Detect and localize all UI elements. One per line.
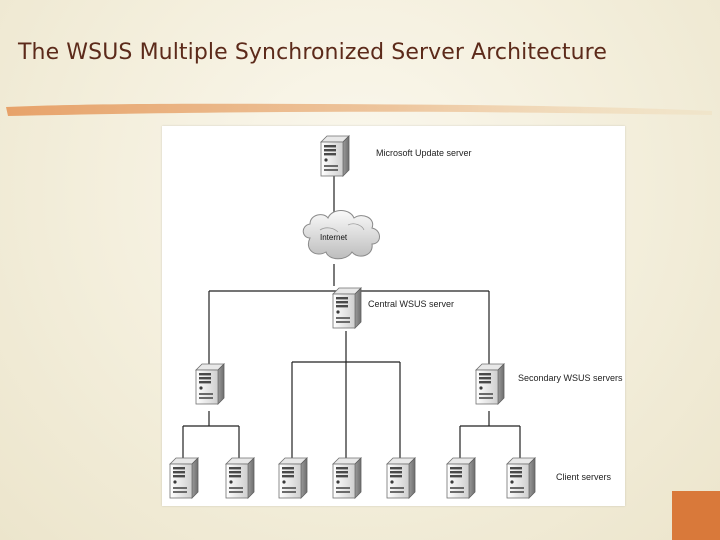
- secondary-wsus-server-right-icon: [475, 363, 505, 405]
- client-server-4-icon: [332, 457, 362, 499]
- client-server-3-icon: [278, 457, 308, 499]
- secondary-wsus-server-left-icon: [195, 363, 225, 405]
- diagram-canvas: Internet Microsoft Update server Central…: [169, 135, 623, 499]
- corner-accent-block: [672, 491, 720, 540]
- internet-label: Internet: [320, 233, 348, 242]
- microsoft-update-server-label: Microsoft Update server: [376, 148, 472, 158]
- client-servers-label: Client servers: [556, 472, 612, 482]
- title-underline-stroke: [6, 103, 712, 116]
- client-server-2-icon: [225, 457, 255, 499]
- architecture-diagram: Internet Microsoft Update server Central…: [162, 126, 625, 506]
- client-server-7-icon: [506, 457, 536, 499]
- secondary-wsus-servers-label: Secondary WSUS servers: [518, 373, 623, 383]
- microsoft-update-server-icon: [320, 135, 350, 177]
- client-server-1-icon: [169, 457, 199, 499]
- central-wsus-server-icon: [332, 287, 362, 329]
- slide-title: The WSUS Multiple Synchronized Server Ar…: [18, 40, 607, 65]
- central-wsus-server-label: Central WSUS server: [368, 299, 454, 309]
- internet-cloud-icon: Internet: [302, 210, 380, 260]
- client-server-5-icon: [386, 457, 416, 499]
- client-server-6-icon: [446, 457, 476, 499]
